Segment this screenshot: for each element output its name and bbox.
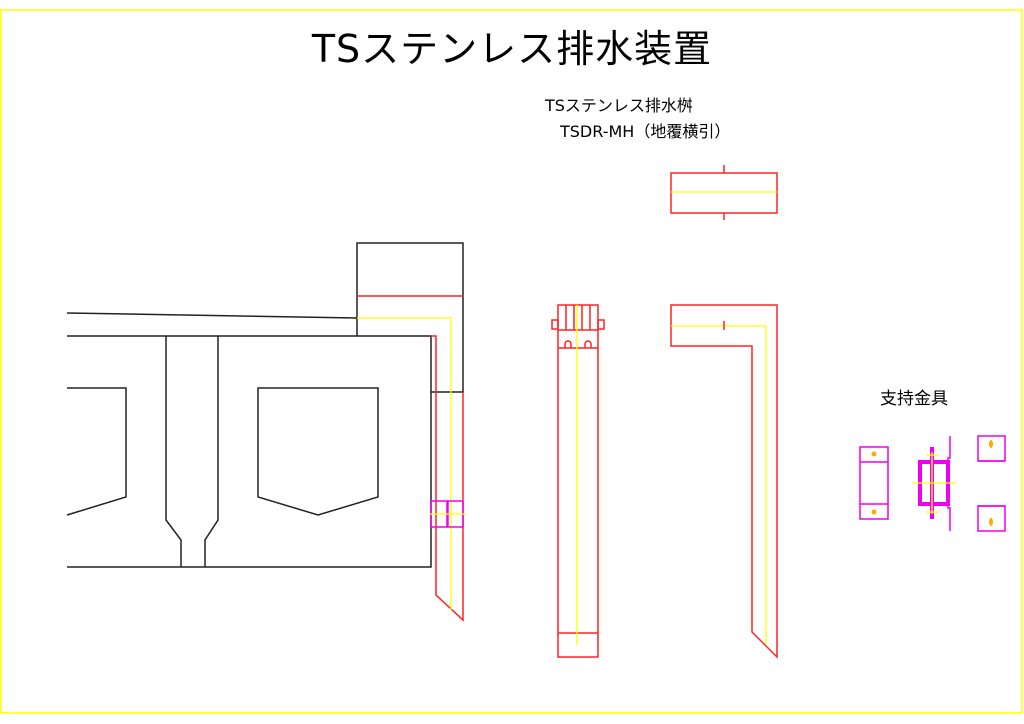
support-brackets: [859, 435, 1006, 532]
product-model: TSDR-MH（地覆横引）: [560, 122, 731, 141]
installed-drain: [357, 295, 466, 622]
bracket-label: 支持金具: [880, 389, 948, 409]
drain-side-view: [670, 304, 778, 659]
drawing-title: TSステンレス排水装置: [311, 27, 713, 71]
right-void: [257, 387, 379, 516]
page-border: [0, 9, 1023, 714]
drain-front-view: [551, 304, 605, 658]
left-void: [66, 387, 127, 516]
bridge-section: [66, 242, 464, 568]
product-name: TSステンレス排水桝: [545, 96, 693, 115]
drain-top-view: [670, 165, 778, 220]
